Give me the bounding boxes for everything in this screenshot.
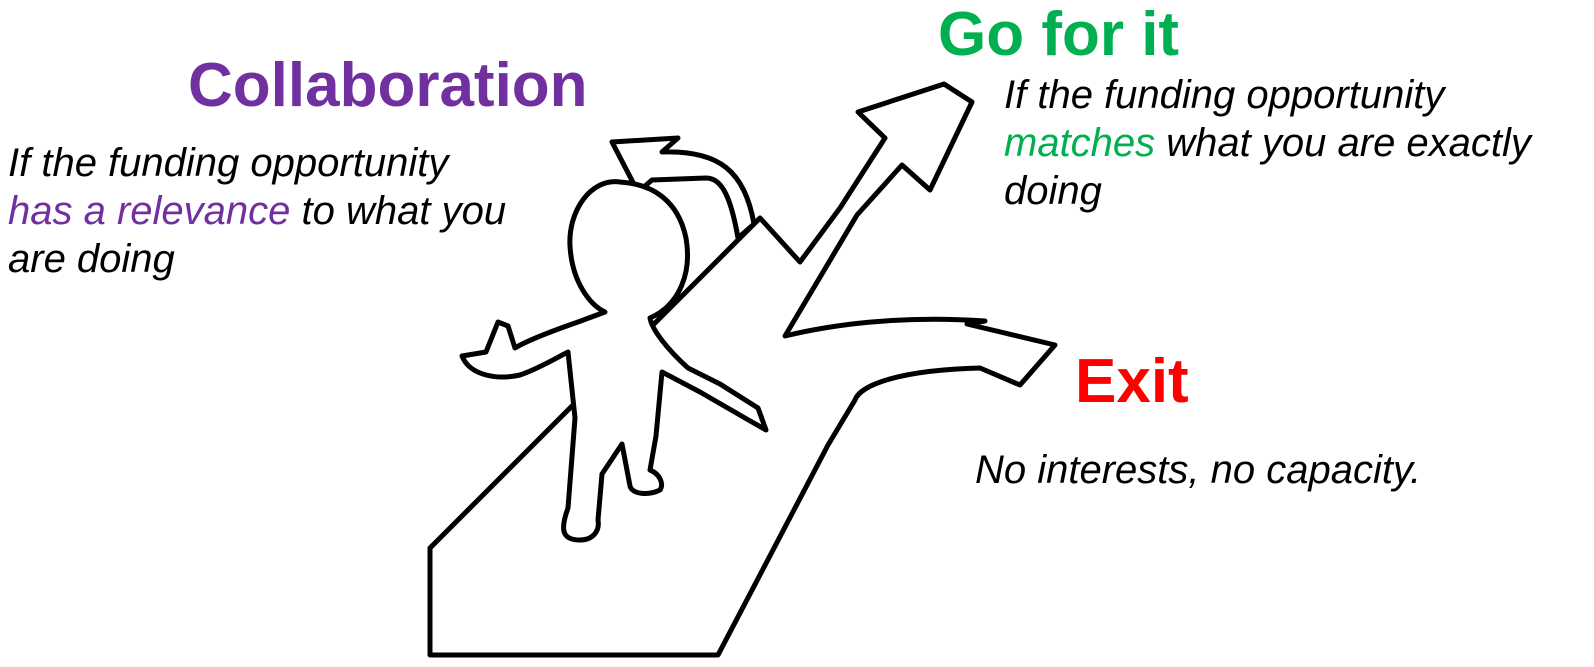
collaboration-description: If the funding opportunity has a relevan… [8, 139, 568, 283]
go-for-it-desc-highlight: matches [1004, 121, 1155, 165]
go-for-it-desc-line: If the funding opportunity [1004, 73, 1444, 117]
go-for-it-description: If the funding opportunity matches what … [1004, 71, 1584, 215]
exit-description: No interests, no capacity. [975, 446, 1575, 494]
go-for-it-title: Go for it [938, 4, 1179, 66]
exit-title: Exit [1075, 351, 1189, 413]
collaboration-desc-highlight: has a relevance [8, 189, 290, 233]
collaboration-desc-line: If the funding opportunity [8, 141, 448, 185]
collaboration-title: Collaboration [188, 55, 588, 117]
